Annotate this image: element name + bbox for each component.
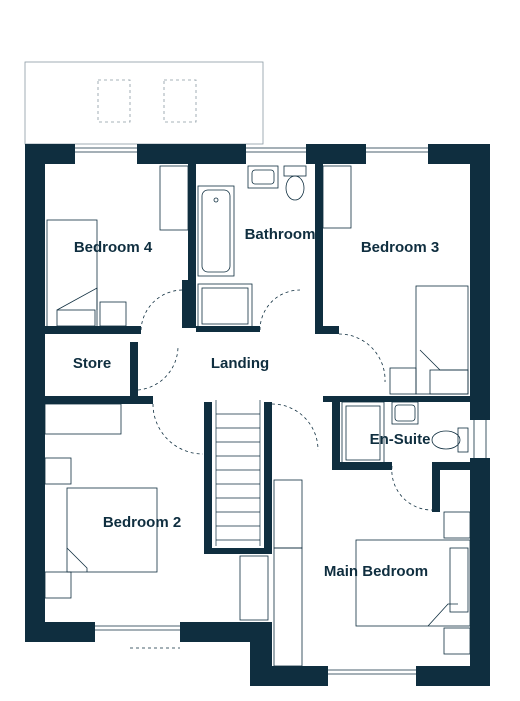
bathroom-fixtures <box>197 165 307 329</box>
bedroom-3-furniture <box>322 165 469 395</box>
roof-outline <box>24 61 264 145</box>
label-main-bedroom: Main Bedroom <box>324 563 428 580</box>
windows <box>75 147 487 675</box>
label-landing: Landing <box>211 355 269 372</box>
room-labels: Bedroom 4 Bathroom Bedroom 3 Store Landi… <box>73 226 439 580</box>
main-bedroom-furniture <box>273 479 471 667</box>
staircase <box>215 400 261 546</box>
en-suite-fixtures <box>341 401 469 465</box>
bedroom-2-furniture <box>44 403 269 621</box>
interior-walls <box>45 164 470 554</box>
label-bathroom: Bathroom <box>245 226 316 243</box>
label-bedroom-4: Bedroom 4 <box>74 239 153 256</box>
label-store: Store <box>73 355 111 372</box>
door-swings <box>130 289 433 649</box>
label-bedroom-2: Bedroom 2 <box>103 514 181 531</box>
bedroom-4-furniture <box>46 165 189 329</box>
label-bedroom-3: Bedroom 3 <box>361 239 439 256</box>
exterior-walls <box>25 144 490 686</box>
label-en-suite: En-Suite <box>370 431 431 448</box>
